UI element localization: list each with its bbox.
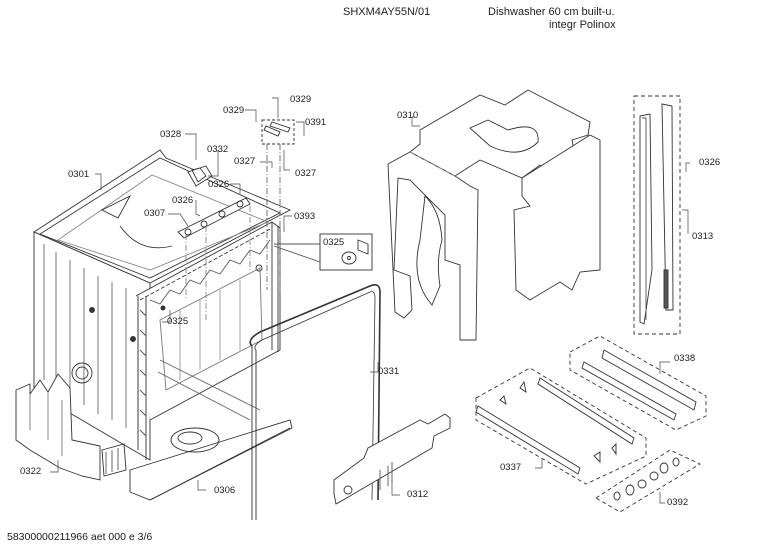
sliding-strip-drawing	[333, 413, 451, 505]
part-label-0332[interactable]: 0332	[207, 144, 229, 155]
part-label-0326-side[interactable]: 0326	[699, 157, 721, 168]
part-label-0327-left[interactable]: 0327	[234, 156, 256, 167]
part-label-0310[interactable]: 0310	[397, 110, 419, 121]
part-label-0392[interactable]: 0392	[667, 497, 689, 508]
part-label-0301[interactable]: 0301	[68, 169, 90, 180]
washer-inset-drawing	[273, 233, 373, 271]
part-label-0326-upper[interactable]: 0326	[208, 179, 230, 190]
part-label-0306[interactable]: 0306	[214, 485, 236, 496]
part-label-0329-right[interactable]: 0329	[290, 94, 312, 105]
part-label-0322[interactable]: 0322	[20, 466, 42, 477]
leader-lines	[50, 97, 690, 504]
appliance-description-line2: integr Polinox	[549, 19, 616, 31]
part-label-0325[interactable]: 0325	[167, 316, 189, 327]
door-seal-drawing	[249, 284, 381, 520]
part-label-0326-lower[interactable]: 0326	[172, 195, 194, 206]
part-label-0313[interactable]: 0313	[692, 231, 714, 242]
part-label-0337[interactable]: 0337	[500, 462, 522, 473]
part-label-0327-right[interactable]: 0327	[295, 168, 317, 179]
part-label-0329-left[interactable]: 0329	[223, 105, 245, 116]
part-label-0312[interactable]: 0312	[407, 489, 429, 500]
roller-set-drawing	[595, 449, 701, 513]
insulation-mat-drawing	[387, 89, 601, 341]
appliance-description-line1: Dishwasher 60 cm built-u.	[488, 6, 615, 18]
part-label-0307[interactable]: 0307	[144, 208, 166, 219]
side-trim-set-drawing	[633, 95, 681, 335]
part-label-0325-inset[interactable]: 0325	[323, 237, 345, 248]
part-label-0393[interactable]: 0393	[294, 211, 316, 222]
part-label-0331[interactable]: 0331	[378, 366, 400, 377]
part-label-0328[interactable]: 0328	[160, 129, 182, 140]
part-label-0391[interactable]: 0391	[305, 117, 327, 128]
part-label-0338[interactable]: 0338	[674, 353, 696, 364]
upper-rail-set-drawing	[569, 335, 707, 431]
rail-set-drawing	[475, 367, 647, 485]
document-reference: 58300000211966 aet 000 e 3/6	[7, 531, 153, 543]
model-number: SHXM4AY55N/01	[343, 6, 431, 18]
tank-drawing	[15, 149, 293, 501]
top-brackets-drawing	[177, 119, 295, 320]
